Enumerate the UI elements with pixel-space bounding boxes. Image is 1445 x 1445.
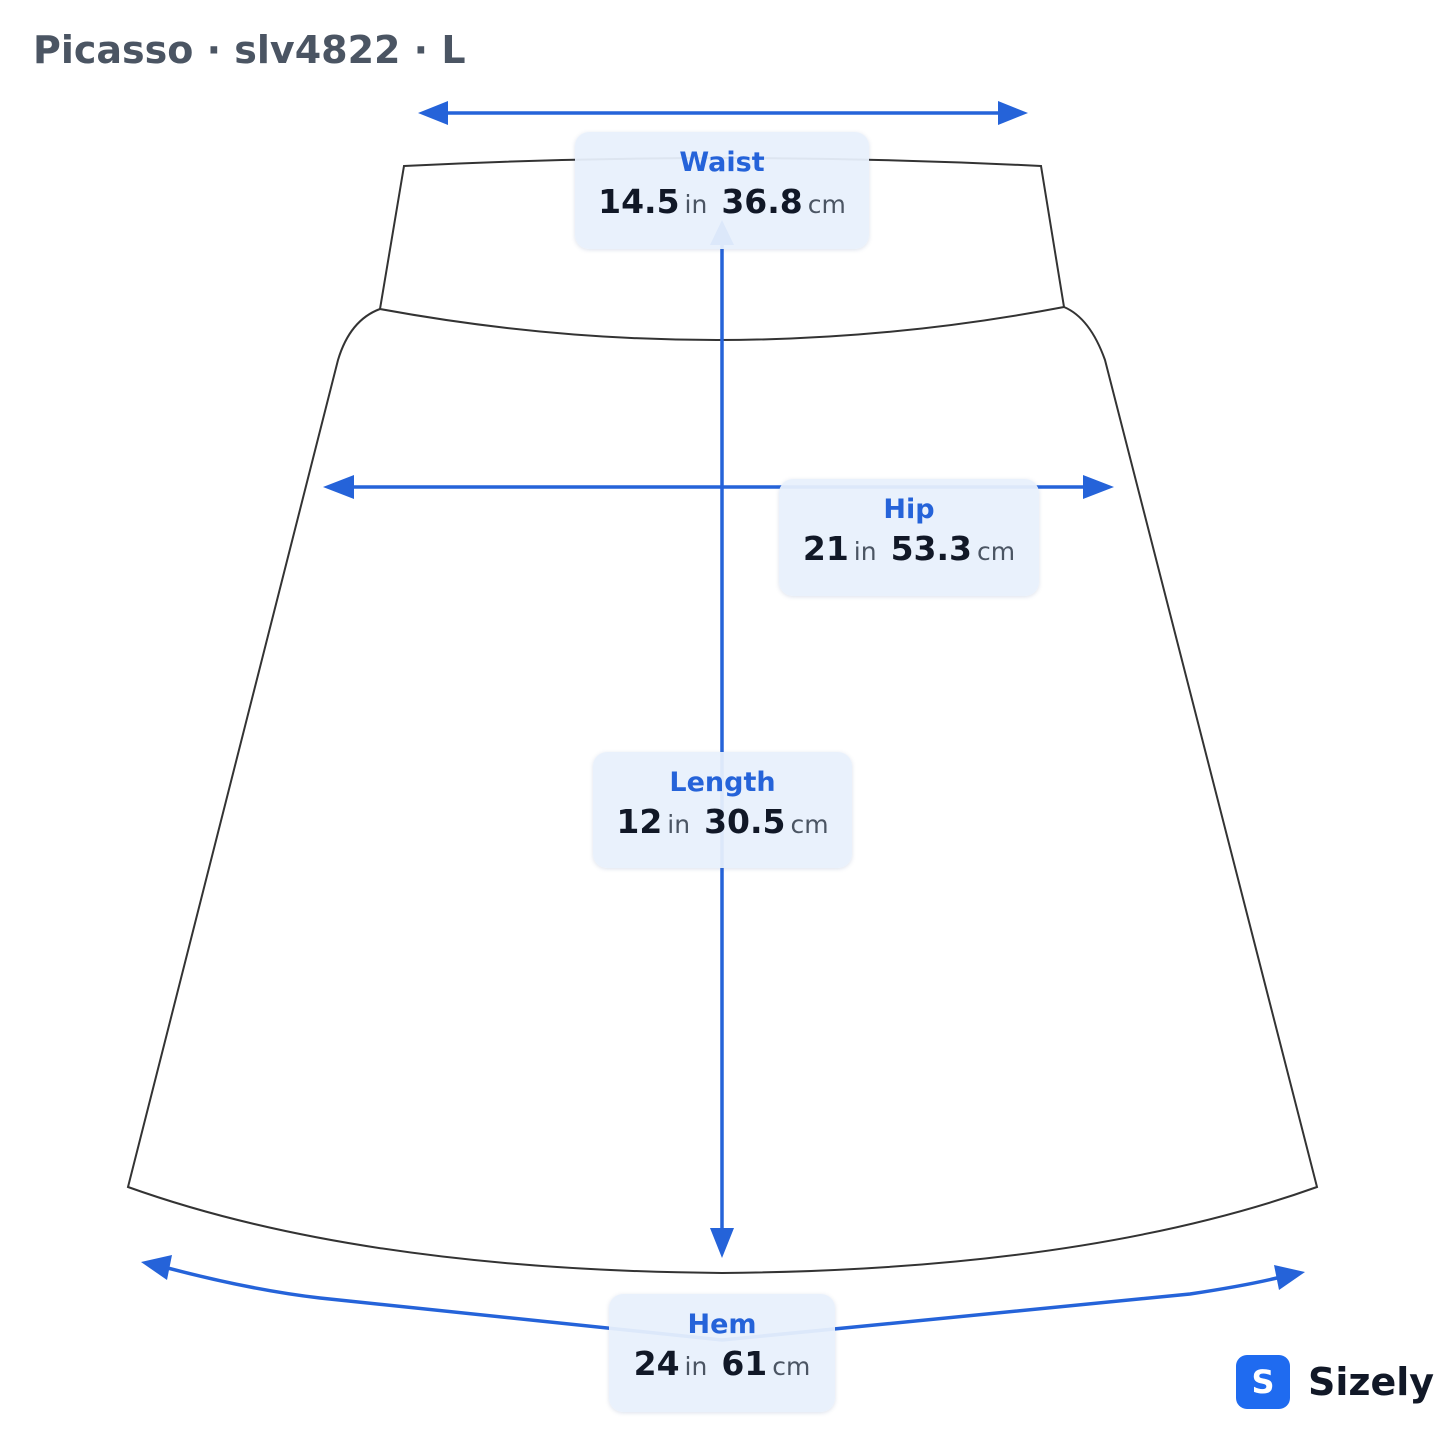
hem-cm: 61	[721, 1344, 768, 1383]
waist-inches-unit: in	[684, 190, 708, 219]
waist-arrow-left	[418, 101, 448, 125]
length-inches-unit: in	[667, 810, 691, 839]
brand: S Sizely	[1236, 1355, 1434, 1409]
length-cm-unit: cm	[790, 810, 829, 839]
waist-inches: 14.5	[598, 182, 680, 221]
length-cm: 30.5	[704, 802, 786, 841]
brand-logo-icon: S	[1236, 1355, 1290, 1409]
hip-cm-unit: cm	[977, 537, 1016, 566]
length-arrow-bottom	[710, 1228, 734, 1258]
hip-inches: 21	[802, 529, 849, 568]
length-inches: 12	[616, 802, 663, 841]
hip-label-name: Hip	[883, 494, 935, 525]
waist-arrow-right	[998, 101, 1028, 125]
waist-cm-unit: cm	[807, 190, 846, 219]
length-label-name: Length	[669, 767, 776, 798]
hem-inches-unit: in	[684, 1352, 708, 1381]
waist-cm: 36.8	[721, 182, 803, 221]
hem-inches: 24	[633, 1344, 680, 1383]
measurement-lines	[141, 101, 1305, 1342]
hem-line	[159, 1264, 1286, 1342]
waist-label-name: Waist	[679, 147, 765, 178]
hip-cm: 53.3	[890, 529, 973, 568]
hip-inches-unit: in	[853, 537, 877, 566]
hem-arrow-left	[141, 1255, 172, 1280]
hem-label-name: Hem	[687, 1309, 757, 1340]
hip-arrow-left	[323, 475, 354, 499]
hem-cm-unit: cm	[772, 1352, 811, 1381]
skirt-body-outline	[126, 306, 1319, 1275]
hem-arrow-right	[1274, 1265, 1305, 1290]
hip-arrow-right	[1083, 475, 1114, 499]
brand-name: Sizely	[1308, 1360, 1435, 1404]
page-title: Picasso · slv4822 · L	[33, 28, 466, 72]
